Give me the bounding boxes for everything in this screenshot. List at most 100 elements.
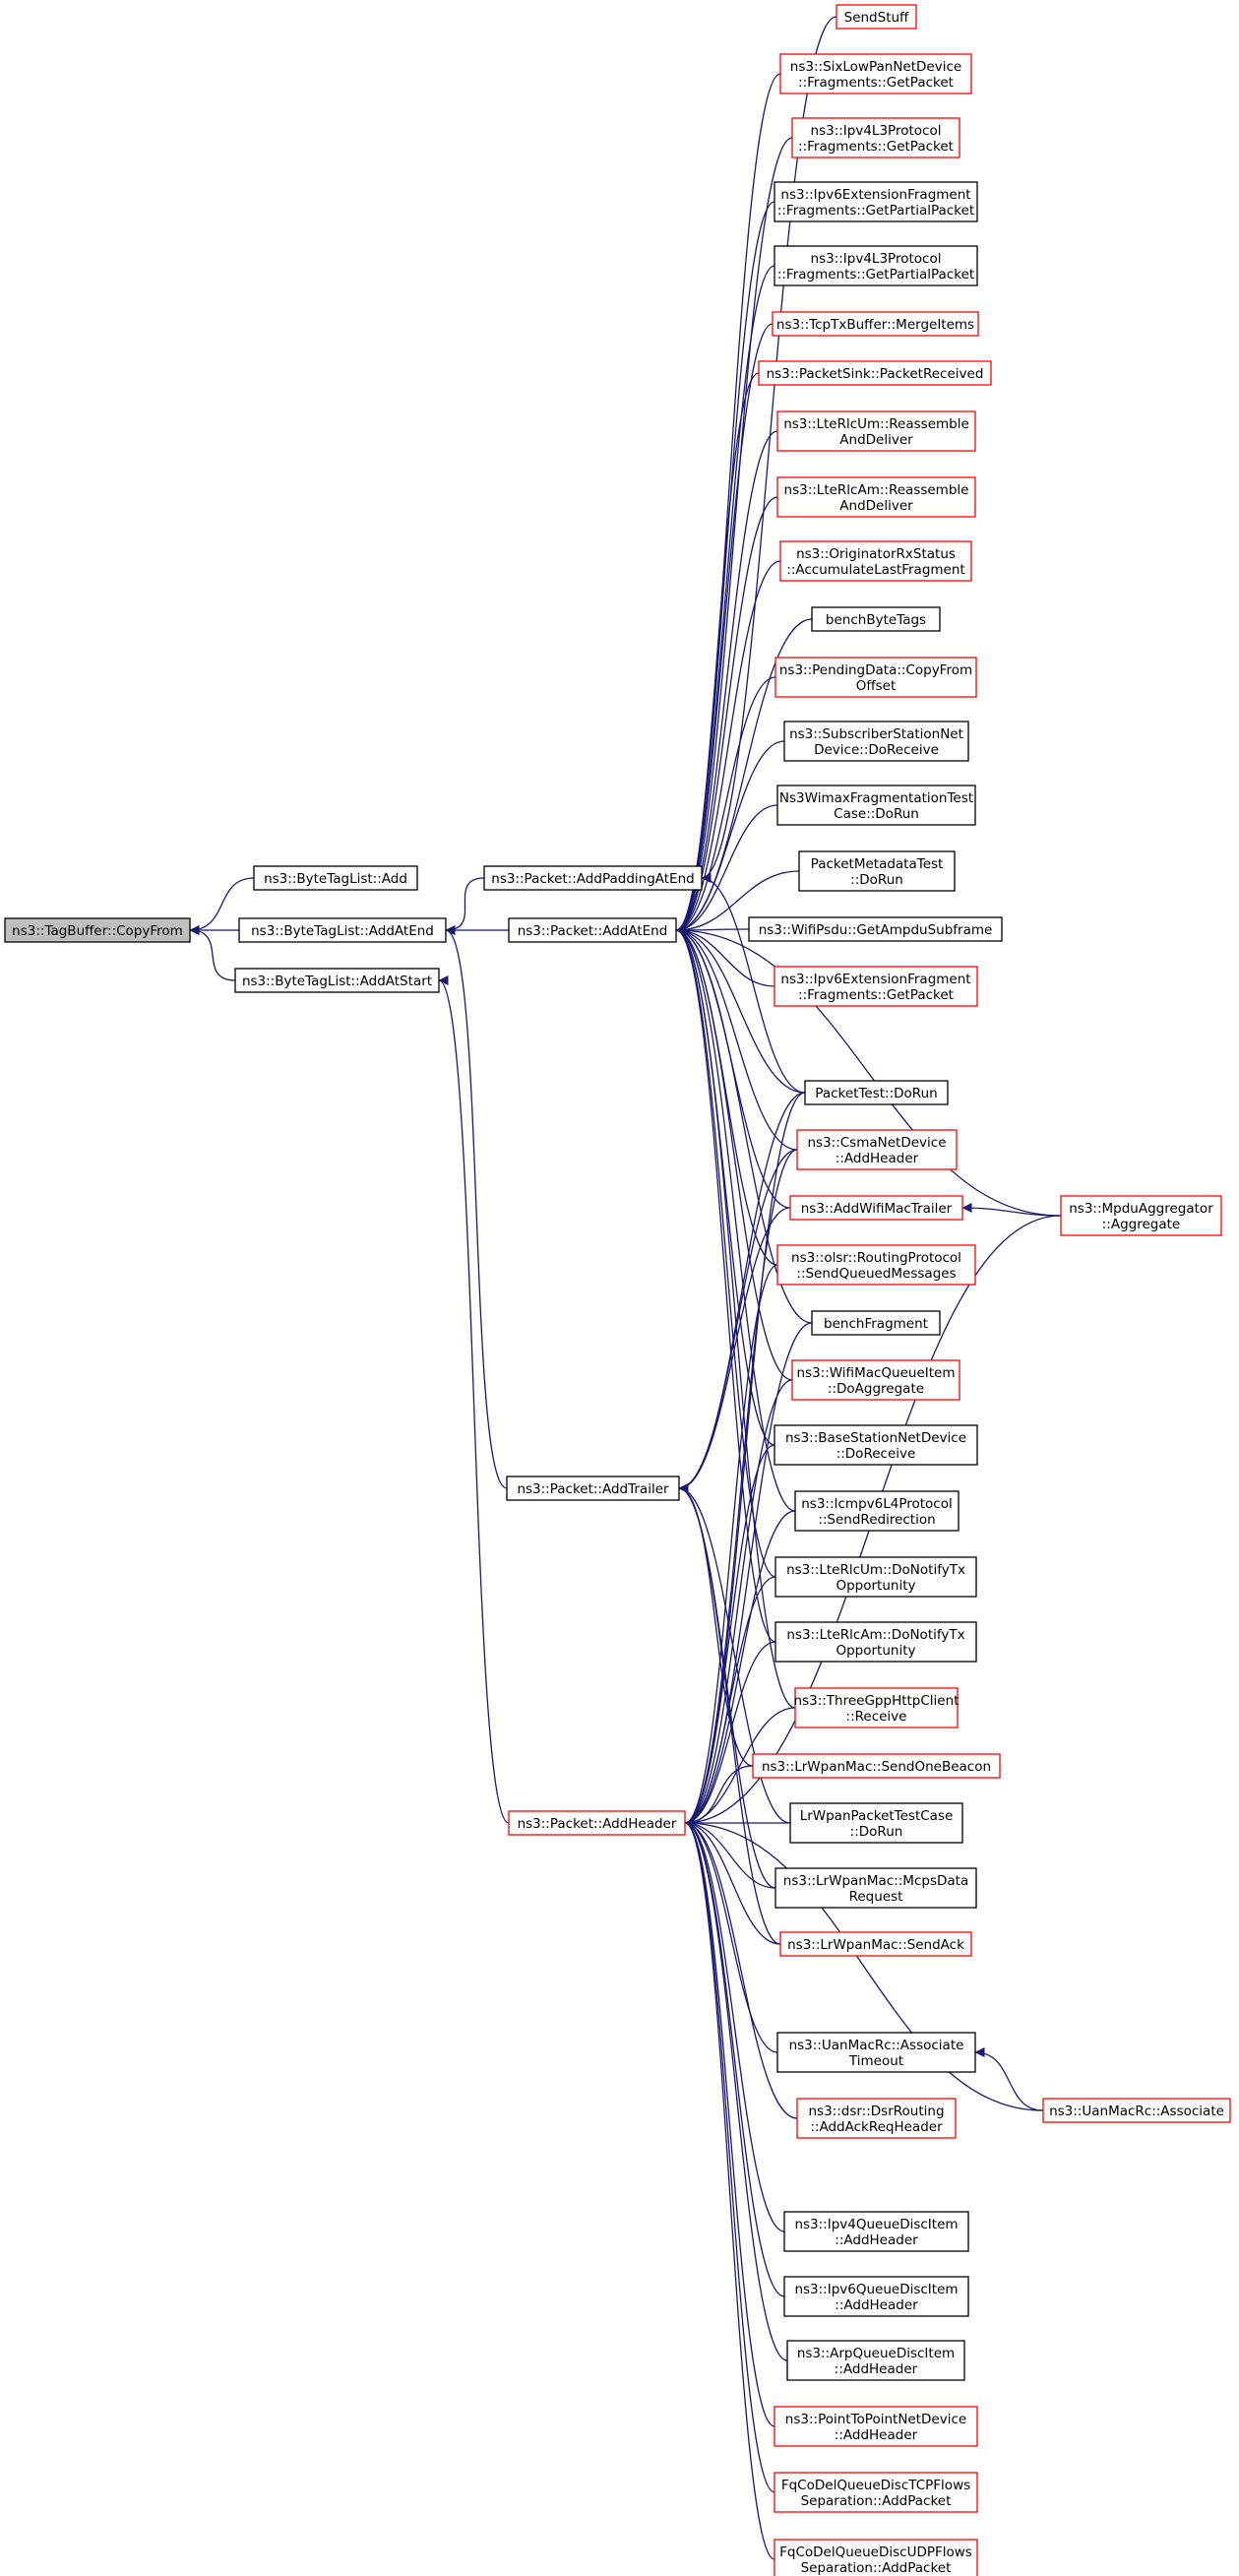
node-threegpp[interactable]: ns3::ThreeGppHttpClient::Receive <box>794 1687 960 1728</box>
node-box-uanassoc <box>1042 2098 1231 2123</box>
node-wifimacqueue[interactable]: ns3::WifiMacQueueItem::DoAggregate <box>791 1359 960 1401</box>
node-box-pendingdata <box>774 657 977 698</box>
node-label-lterlcam: ns3::LteRlcAm::Reassemble <box>784 482 969 498</box>
node-label-lterlcamtx: Opportunity <box>836 1643 915 1659</box>
node-fqtcp[interactable]: FqCoDelQueueDiscTCPFlowsSeparation::AddP… <box>774 2472 978 2513</box>
node-dsr[interactable]: ns3::dsr::DsrRouting::AddAckReqHeader <box>796 2098 957 2139</box>
node-box-lterlcamtx <box>774 1621 977 1663</box>
node-box-lterlcumtx <box>774 1556 977 1598</box>
node-sendstuff[interactable]: SendStuff <box>836 4 917 30</box>
node-label-ipv4queue: ns3::Ipv4QueueDiscItem <box>794 2217 958 2232</box>
edge-ns3wimax-to-pkt_addatend <box>675 804 778 935</box>
edge-p2p-to-pkt_addheader <box>684 1818 775 2427</box>
node-addwifimac[interactable]: ns3::AddWifiMacTrailer <box>789 1195 963 1221</box>
node-uanassoc[interactable]: ns3::UanMacRc::Associate <box>1042 2098 1231 2123</box>
node-btl_add[interactable]: ns3::ByteTagList::Add <box>253 865 418 891</box>
node-originator[interactable]: ns3::OriginatorRxStatus::AccumulateLastF… <box>779 540 972 582</box>
node-pktsink[interactable]: ns3::PacketSink::PacketReceived <box>758 360 992 386</box>
node-label-ipv6extget: ::Fragments::GetPacket <box>798 987 954 1003</box>
node-pkt_addtrailer[interactable]: ns3::Packet::AddTrailer <box>506 1476 680 1501</box>
node-btl_addatend[interactable]: ns3::ByteTagList::AddAtEnd <box>238 917 447 943</box>
node-fqudp[interactable]: FqCoDelQueueDiscUDPFlowsSeparation::AddP… <box>774 2539 978 2576</box>
node-ipv6extpart[interactable]: ns3::Ipv6ExtensionFragment::Fragments::G… <box>774 181 978 222</box>
node-label-pendingdata: Offset <box>856 678 897 694</box>
node-label-icmpv6: ::SendRedirection <box>818 1512 935 1528</box>
node-lrwpanbeacon[interactable]: ns3::LrWpanMac::SendOneBeacon <box>752 1753 1001 1779</box>
node-label-basestation: ::DoReceive <box>836 1446 916 1462</box>
node-csma[interactable]: ns3::CsmaNetDevice::AddHeader <box>796 1129 958 1170</box>
node-basestation[interactable]: ns3::BaseStationNetDevice::DoReceive <box>774 1424 978 1466</box>
node-label-ipv6queue: ns3::Ipv6QueueDiscItem <box>794 2282 958 2297</box>
node-mpdu[interactable]: ns3::MpduAggregator::Aggregate <box>1060 1195 1222 1236</box>
node-tcptx[interactable]: ns3::TcpTxBuffer::MergeItems <box>772 311 979 337</box>
node-box-arpqueue <box>786 2340 965 2381</box>
edge-lterlcum-to-pkt_addatend <box>675 430 778 935</box>
node-sixlow[interactable]: ns3::SixLowPanNetDevice::Fragments::GetP… <box>779 53 972 94</box>
node-lrwpantest[interactable]: LrWpanPacketTestCase::DoRun <box>789 1802 963 1844</box>
node-label-lterlcum: ns3::LteRlcUm::Reassemble <box>783 416 969 432</box>
node-copyfrom[interactable]: ns3::TagBuffer::CopyFrom <box>4 917 191 943</box>
edge-ipv4queue-to-pkt_addheader <box>684 1818 785 2232</box>
node-pktmeta[interactable]: PacketMetadataTest::DoRun <box>798 850 956 892</box>
node-pkt_addheader[interactable]: ns3::Packet::AddHeader <box>508 1810 686 1836</box>
node-label-pkt_addtrailer: ns3::Packet::AddTrailer <box>517 1481 669 1497</box>
node-subscriber[interactable]: ns3::SubscriberStationNetDevice::DoRecei… <box>783 721 969 762</box>
node-label-benchfrag: benchFragment <box>824 1316 928 1332</box>
node-box-pkt_addatend <box>508 917 677 943</box>
node-wifipsdu[interactable]: ns3::WifiPsdu::GetAmpduSubframe <box>748 916 1003 942</box>
node-ipv4part[interactable]: ns3::Ipv4L3Protocol::Fragments::GetParti… <box>774 245 978 286</box>
edge-arpqueue-to-pkt_addheader <box>684 1818 788 2361</box>
node-box-sendstuff <box>836 4 917 30</box>
node-ipv6extget[interactable]: ns3::Ipv6ExtensionFragment::Fragments::G… <box>774 966 978 1007</box>
edge-ipv6extpart-to-pkt_addatend <box>675 201 775 935</box>
node-arpqueue[interactable]: ns3::ArpQueueDiscItem::AddHeader <box>786 2340 965 2381</box>
node-ipv4frag[interactable]: ns3::Ipv4L3Protocol::Fragments::GetPacke… <box>791 117 960 158</box>
edge-lrwpantest-to-pkt_addtrailer <box>678 1483 791 1824</box>
node-ipv4queue[interactable]: ns3::Ipv4QueueDiscItem::AddHeader <box>783 2211 969 2252</box>
edge-pkt_addheader-to-btl_addatstart <box>438 975 510 1824</box>
node-label-p2p: ::AddHeader <box>835 2427 918 2443</box>
node-box-benchfrag <box>811 1310 941 1336</box>
node-benchfrag[interactable]: benchFragment <box>811 1310 941 1336</box>
node-pkt_addpadding[interactable]: ns3::Packet::AddPaddingAtEnd <box>483 865 703 891</box>
node-box-uanassoctimeout <box>776 2032 976 2073</box>
node-label-uanassoctimeout: ns3::UanMacRc::Associate <box>789 2038 964 2053</box>
node-box-lterlcam <box>776 476 976 518</box>
node-benchbyte[interactable]: benchByteTags <box>811 606 941 632</box>
node-olsr[interactable]: ns3::olsr::RoutingProtocol::SendQueuedMe… <box>776 1244 976 1286</box>
node-box-lrwpantest <box>789 1802 963 1844</box>
node-label-lrwpanbeacon: ns3::LrWpanMac::SendOneBeacon <box>762 1759 991 1775</box>
node-box-pkt_addpadding <box>483 865 703 891</box>
node-btl_addatstart[interactable]: ns3::ByteTagList::AddAtStart <box>234 968 440 993</box>
node-ipv6queue[interactable]: ns3::Ipv6QueueDiscItem::AddHeader <box>783 2276 969 2317</box>
node-box-btl_addatstart <box>234 968 440 993</box>
node-icmpv6[interactable]: ns3::Icmpv6L4Protocol::SendRedirection <box>794 1490 960 1532</box>
edge-tcptx-to-pkt_addatend <box>675 323 774 935</box>
node-lrwpanack[interactable]: ns3::LrWpanMac::SendAck <box>779 1931 972 1957</box>
node-pkt_addatend[interactable]: ns3::Packet::AddAtEnd <box>508 917 677 943</box>
node-pkttest[interactable]: PacketTest::DoRun <box>804 1080 949 1105</box>
node-label-wifimacqueue: ::DoAggregate <box>828 1381 924 1397</box>
node-label-lterlcam: AndDeliver <box>839 498 913 514</box>
node-label-mpdu: ::Aggregate <box>1102 1217 1180 1232</box>
node-box-benchbyte <box>811 606 941 632</box>
node-label-mpdu: ns3::MpduAggregator <box>1069 1201 1213 1217</box>
node-p2p[interactable]: ns3::PointToPointNetDevice::AddHeader <box>774 2406 978 2447</box>
node-box-ipv6queue <box>783 2276 969 2317</box>
node-label-tcptx: ns3::TcpTxBuffer::MergeItems <box>776 317 974 333</box>
node-box-ns3wimax <box>776 785 976 826</box>
node-label-arpqueue: ns3::ArpQueueDiscItem <box>797 2346 955 2361</box>
node-label-btl_addatstart: ns3::ByteTagList::AddAtStart <box>242 974 432 989</box>
node-box-icmpv6 <box>794 1490 960 1532</box>
node-label-originator: ::AccumulateLastFragment <box>786 562 964 578</box>
node-label-wifipsdu: ns3::WifiPsdu::GetAmpduSubframe <box>759 922 993 938</box>
